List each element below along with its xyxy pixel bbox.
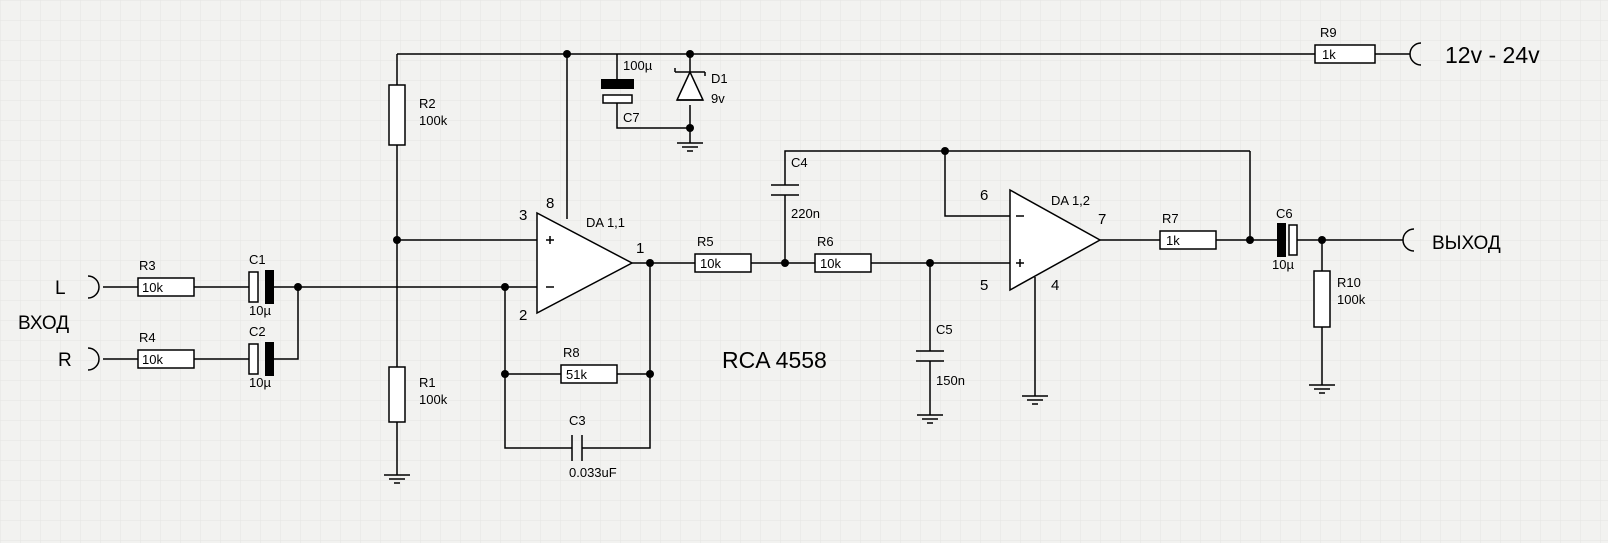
wires [103, 53, 1410, 475]
chip-label: RCA 4558 [722, 347, 827, 373]
input-l-label: L [55, 278, 66, 299]
r8-name: R8 [563, 345, 580, 360]
c7-name: C7 [623, 110, 640, 125]
c1-name: C1 [249, 252, 266, 267]
r10-name: R10 [1337, 275, 1361, 290]
c4-value: 220n [791, 206, 820, 221]
ground-symbol-r1 [384, 474, 410, 484]
supply-label: 12v - 24v [1445, 42, 1540, 68]
da1-pin-power: 8 [546, 195, 554, 212]
da1-pin-out: 1 [636, 240, 644, 257]
input-l-connector [87, 275, 100, 299]
r6-value: 10k [820, 256, 841, 271]
c6-value: 10µ [1272, 257, 1294, 272]
d1-value: 9v [711, 91, 725, 106]
da1-pin-minus: 2 [519, 307, 527, 324]
r9-name: R9 [1320, 25, 1337, 40]
junction-dots [294, 50, 1326, 378]
r2-value: 100k [419, 113, 448, 128]
resistor-r5 [694, 253, 752, 273]
c5-value: 150n [936, 373, 965, 388]
resistor-r4 [137, 349, 195, 369]
ground-symbol-r10 [1309, 384, 1335, 394]
zener-diode-d1 [674, 68, 706, 101]
input-label: ВХОД [18, 313, 69, 334]
resistor-r2 [388, 84, 406, 146]
c2-value: 10µ [249, 375, 271, 390]
r7-value: 1k [1166, 233, 1180, 248]
da1-pin-plus: 3 [519, 207, 527, 224]
da1-name: DA 1,1 [586, 215, 625, 230]
r5-value: 10k [700, 256, 721, 271]
resistor-r10 [1313, 270, 1331, 328]
capacitor-c7 [601, 79, 634, 104]
da2-name: DA 1,2 [1051, 193, 1090, 208]
r3-value: 10k [142, 280, 163, 295]
output-connector [1402, 228, 1415, 252]
c1-value: 10µ [249, 303, 271, 318]
c3-name: C3 [569, 413, 586, 428]
resistor-r9 [1314, 44, 1376, 64]
r8-value: 51k [566, 367, 587, 382]
input-r-label: R [58, 350, 72, 371]
da2-pin-ground: 4 [1051, 277, 1059, 294]
r1-name: R1 [419, 375, 436, 390]
capacitor-c4 [771, 184, 799, 196]
ground-symbol-d1 [677, 142, 703, 152]
da2-pin-out: 7 [1098, 211, 1106, 228]
output-label: ВЫХОД [1432, 233, 1501, 254]
opamp-da1-1 [536, 211, 634, 315]
c4-name: C4 [791, 155, 808, 170]
c7-value: 100µ [623, 58, 653, 73]
r9-value: 1k [1322, 47, 1336, 62]
input-r-connector [87, 347, 100, 371]
c2-name: C2 [249, 324, 266, 339]
opamp-da1-2 [1009, 188, 1102, 292]
da2-pin-minus: 6 [980, 187, 988, 204]
c3-value: 0.033uF [569, 465, 617, 480]
resistor-r6 [814, 253, 872, 273]
ground-symbol-c5 [917, 414, 943, 424]
ground-symbol-da2 [1022, 395, 1048, 405]
da2-pin-plus: 5 [980, 277, 988, 294]
r4-value: 10k [142, 352, 163, 367]
resistor-r7 [1159, 230, 1217, 250]
r10-value: 100k [1337, 292, 1366, 307]
capacitor-c5 [916, 350, 944, 362]
r2-name: R2 [419, 96, 436, 111]
capacitor-c1 [248, 270, 274, 304]
resistor-r3 [137, 277, 195, 297]
resistor-r8 [560, 364, 618, 384]
c6-name: C6 [1276, 206, 1293, 221]
capacitor-c6 [1277, 223, 1298, 257]
r4-name: R4 [139, 330, 156, 345]
d1-name: D1 [711, 71, 728, 86]
r1-value: 100k [419, 392, 448, 407]
r6-name: R6 [817, 234, 834, 249]
resistor-r1 [388, 366, 406, 423]
capacitor-c2 [248, 342, 274, 376]
r5-name: R5 [697, 234, 714, 249]
r7-name: R7 [1162, 211, 1179, 226]
c5-name: C5 [936, 322, 953, 337]
supply-connector [1409, 42, 1422, 66]
r3-name: R3 [139, 258, 156, 273]
capacitor-c3 [571, 435, 583, 461]
